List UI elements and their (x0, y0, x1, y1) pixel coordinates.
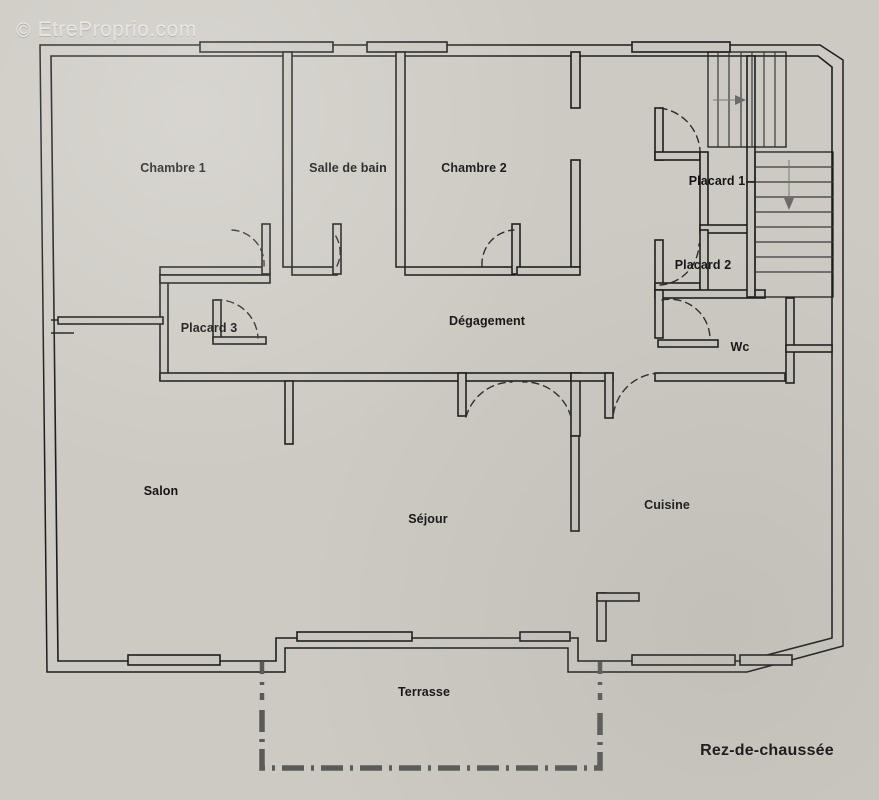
door-swings (214, 107, 711, 419)
floor-caption: Rez-de-chaussée (700, 742, 834, 759)
staircase (707, 51, 834, 298)
terrace-boundary (259, 662, 603, 771)
wall-right-zone (654, 55, 833, 384)
room-label-chambre-2: Chambre 2 (441, 161, 507, 175)
room-label-salon: Salon (143, 484, 179, 498)
wall-salon-sejour (284, 380, 294, 445)
room-label-sejour: Séjour (408, 512, 448, 526)
wall-salon-top-left (57, 316, 164, 325)
room-label-salle-de-bain: Salle de bain (309, 161, 387, 175)
room-label-placard-2: Placard 2 (674, 258, 732, 272)
wall-sdb-bottom (291, 223, 342, 276)
room-label-cuisine: Cuisine (644, 498, 690, 512)
outer-wall (39, 44, 844, 673)
wall-chambre2-bottom (404, 223, 581, 276)
room-label-degagement: Dégagement (448, 314, 526, 328)
room-label-placard-3: Placard 3 (180, 321, 238, 335)
interior-wall-chambre1-sdb (282, 51, 293, 268)
room-label-chambre-1: Chambre 1 (140, 161, 206, 175)
wall-degagement-sejour (457, 372, 614, 437)
room-label-placard-1: Placard 1 (688, 174, 746, 188)
interior-wall-sdb-chambre2 (395, 51, 406, 268)
interior-wall-chambre2-right (570, 51, 581, 268)
room-label-wc: Wc (730, 340, 750, 354)
wall-sejour-cuisine (570, 435, 640, 642)
window-openings-bottom (127, 631, 793, 666)
window-openings-top (199, 41, 731, 53)
wall-chambre1-bottom (159, 223, 271, 276)
room-label-terrasse: Terrasse (398, 685, 450, 699)
